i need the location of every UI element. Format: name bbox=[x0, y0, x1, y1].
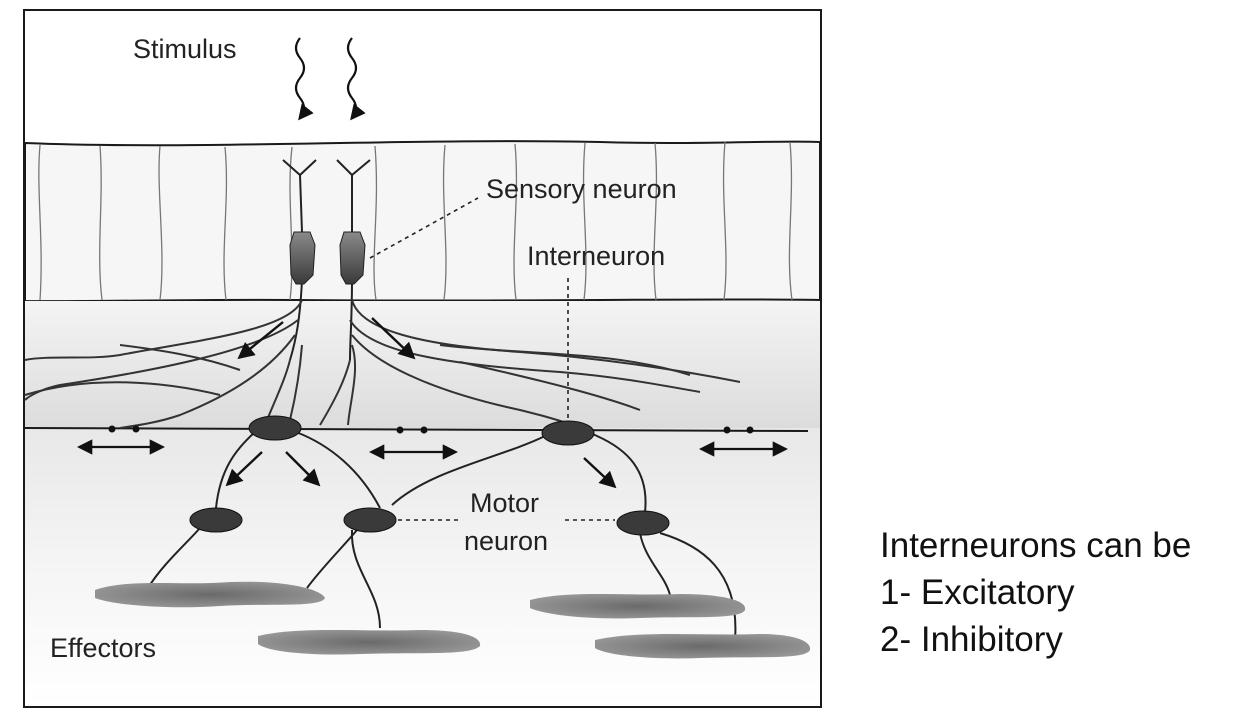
effector-2 bbox=[258, 630, 481, 655]
stimulus-label: Stimulus bbox=[133, 34, 237, 64]
effector-1 bbox=[95, 581, 325, 608]
tissue-lower bbox=[25, 428, 820, 706]
signal-arrows bbox=[225, 317, 617, 489]
interneuron-label: Interneuron bbox=[527, 241, 665, 271]
motor-neuron-label-line2: neuron bbox=[464, 526, 548, 556]
nervous-system-diagram: Stimulus Sensory neuron Interneuron Moto… bbox=[23, 9, 822, 708]
interneuron-cell-1 bbox=[248, 415, 302, 441]
bidirectional-arrows bbox=[76, 425, 789, 460]
effectors bbox=[95, 581, 811, 659]
stimulus-arrows bbox=[294, 37, 366, 121]
sensory-neuron-label: Sensory neuron bbox=[486, 174, 677, 204]
motor-neuron-cell-1 bbox=[189, 507, 243, 533]
tissue-boundary bbox=[24, 427, 809, 432]
effectors-label: Effectors bbox=[50, 633, 156, 663]
skin-cells bbox=[38, 141, 793, 301]
sensory-neurons bbox=[282, 159, 371, 361]
motor-neuron-cell-2 bbox=[343, 507, 397, 533]
effector-4 bbox=[595, 634, 811, 659]
interneuron-types-note: Interneurons can be 1- Excitatory 2- Inh… bbox=[880, 522, 1191, 663]
axon-connections bbox=[147, 431, 737, 641]
skin-layer bbox=[24, 140, 821, 303]
sensory-soma-1 bbox=[289, 231, 316, 285]
note-heading: Interneurons can be bbox=[880, 526, 1192, 565]
effector-3 bbox=[530, 594, 746, 619]
tissue-upper bbox=[25, 301, 820, 428]
motor-neuron-label-line1: Motor bbox=[470, 488, 539, 518]
note-item-inhibitory: 2- Inhibitory bbox=[880, 620, 1063, 659]
sensory-soma-2 bbox=[339, 231, 366, 285]
leader-lines bbox=[369, 197, 615, 521]
nerve-fibers bbox=[24, 299, 741, 429]
motor-neuron-cell-3 bbox=[616, 510, 670, 536]
note-item-excitatory: 1- Excitatory bbox=[880, 573, 1075, 612]
interneuron-cell-2 bbox=[541, 420, 595, 446]
